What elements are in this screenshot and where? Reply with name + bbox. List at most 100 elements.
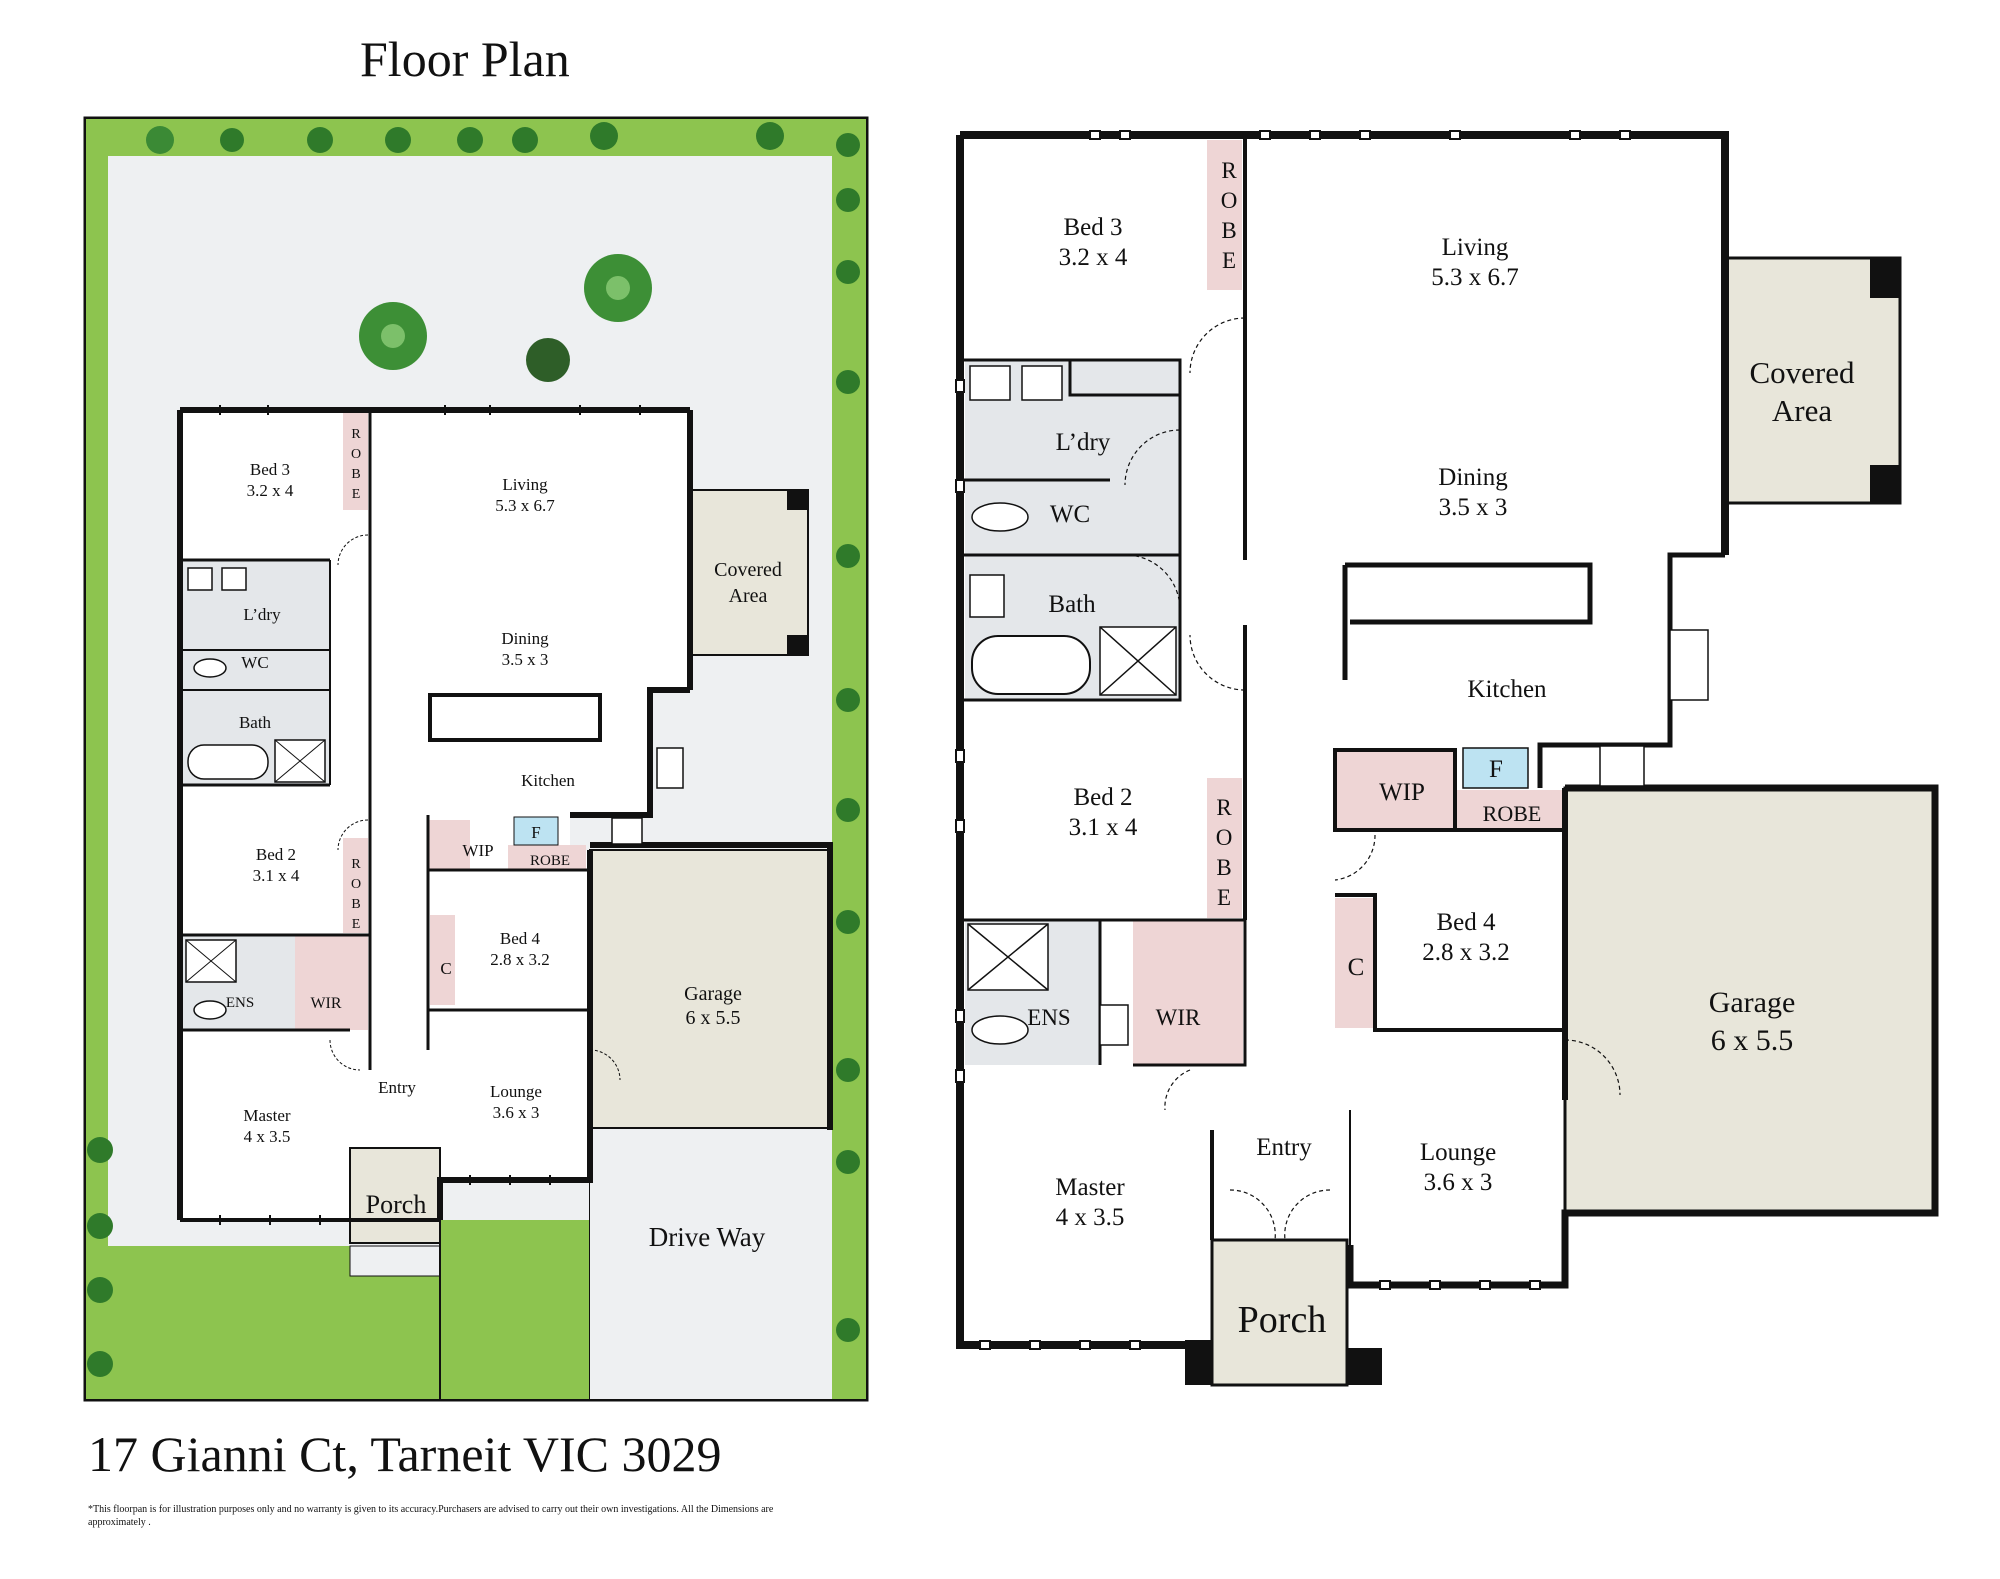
- room-name: Bed 2: [256, 845, 296, 864]
- shower-icon: [967, 626, 1177, 991]
- room-name: ENS: [1027, 1005, 1070, 1030]
- room-name: Dining: [501, 629, 549, 648]
- room-size: 3.2 x 4: [1059, 244, 1128, 271]
- shower-icon: [185, 739, 326, 983]
- room-size: 4 x 3.5: [244, 1127, 291, 1146]
- room-name: Lounge: [490, 1082, 542, 1101]
- room-name: ENS: [226, 995, 254, 1011]
- room-name: WIR: [310, 995, 341, 1012]
- room-name: Bath: [239, 713, 272, 732]
- robe-letter: R: [1216, 795, 1232, 820]
- room-name: Kitchen: [521, 771, 575, 790]
- room-name: Garage: [684, 983, 742, 1005]
- room-size: 4 x 3.5: [1056, 1204, 1125, 1231]
- room-name: Kitchen: [1467, 676, 1547, 703]
- room-name: Garage: [1709, 986, 1796, 1019]
- window-marks: [219, 405, 641, 1225]
- room-name: Porch: [1238, 1299, 1327, 1341]
- driveway-label: Drive Way: [649, 1222, 766, 1252]
- room-name: Area: [729, 585, 768, 607]
- robe-letter: B: [1221, 218, 1236, 243]
- room-name: Bed 4: [500, 929, 541, 948]
- room-name: WIP: [1379, 779, 1425, 806]
- robe-letter: E: [352, 917, 361, 932]
- door-arc: [1124, 317, 1621, 1241]
- room-name: Area: [1772, 393, 1832, 428]
- room-size: 3.5 x 3: [1439, 494, 1508, 521]
- front-path: [349, 1245, 441, 1277]
- toilet-icon: [971, 502, 1029, 1045]
- room-name: Bed 3: [1063, 214, 1122, 241]
- window-marks: [955, 130, 1631, 1350]
- room-name: Covered: [714, 559, 782, 581]
- room-name: WC: [241, 653, 268, 672]
- robe-letter: R: [351, 427, 361, 442]
- room-size: 5.3 x 6.7: [1431, 264, 1519, 291]
- room-name: Bed 4: [1436, 909, 1496, 936]
- room-name: Bed 2: [1073, 784, 1132, 811]
- toilet-icon: [193, 658, 227, 1020]
- room-name: Dining: [1438, 464, 1508, 491]
- robe-letter: R: [351, 857, 361, 872]
- door-arc: [329, 534, 621, 1081]
- room-size: 6 x 5.5: [1711, 1024, 1794, 1057]
- room-name: L’dry: [243, 605, 281, 624]
- room-name: Bed 3: [250, 460, 290, 479]
- driveway: [590, 1130, 832, 1399]
- robe-letter: E: [352, 487, 361, 502]
- room-name: C: [440, 959, 451, 978]
- room-size: 5.3 x 6.7: [495, 496, 555, 515]
- room-name: C: [1348, 954, 1365, 981]
- room-name: Living: [502, 475, 548, 494]
- room-size: 3.2 x 4: [247, 481, 294, 500]
- room-name: Master: [1055, 1174, 1125, 1201]
- room-name: Master: [243, 1106, 291, 1125]
- room-name: Entry: [1256, 1134, 1312, 1161]
- robe-letter: O: [1221, 188, 1238, 213]
- site-room-labels: Bed 3 3.2 x 4 Living 5.3 x 6.7 Covered A…: [226, 427, 782, 1219]
- room-size: 3.6 x 3: [1424, 1169, 1493, 1196]
- robe-letter: B: [351, 467, 360, 482]
- room-name: F: [1489, 756, 1503, 783]
- robe-letter: E: [1222, 248, 1236, 273]
- right-lawn: [832, 119, 866, 1399]
- room-name: Covered: [1749, 355, 1855, 390]
- room-size: 3.5 x 3: [502, 650, 549, 669]
- robe-letter: E: [1217, 885, 1231, 910]
- room-name: F: [531, 823, 540, 842]
- disclaimer-text: *This floorpan is for illustration purpo…: [88, 1504, 774, 1528]
- room-name: L’dry: [1056, 429, 1111, 456]
- robe-letter: B: [351, 897, 360, 912]
- room-name: Lounge: [1420, 1139, 1496, 1166]
- room-name: WIR: [1156, 1005, 1201, 1030]
- room-size: 6 x 5.5: [686, 1007, 741, 1029]
- sink-icon: [969, 365, 1709, 1046]
- site-plan: Drive Way: [83, 116, 869, 1402]
- room-name: WIP: [462, 841, 493, 860]
- room-size: 3.6 x 3: [493, 1103, 540, 1122]
- page-title: Floor Plan: [360, 31, 570, 87]
- property-address: 17 Gianni Ct, Tarneit VIC 3029: [88, 1426, 722, 1482]
- stove-icon: [1599, 745, 1645, 787]
- room-size: 3.1 x 4: [1069, 814, 1138, 841]
- room-name: Porch: [366, 1190, 427, 1219]
- room-name: ROBE: [1483, 801, 1542, 826]
- robe-letter: O: [351, 447, 361, 462]
- robe-letter: B: [1216, 855, 1231, 880]
- robe-letter: O: [1216, 825, 1233, 850]
- tree-icon: [87, 122, 860, 1377]
- stove-icon: [611, 817, 643, 845]
- robe-letter: O: [351, 877, 361, 892]
- room-size: 2.8 x 3.2: [490, 950, 550, 969]
- left-lawn: [86, 119, 108, 1399]
- room-name: Entry: [378, 1078, 416, 1097]
- plan-room-labels: Bed 3 3.2 x 4 Living 5.3 x 6.7 Covered A…: [1027, 158, 1855, 1341]
- front-lawn-right: [440, 1220, 590, 1399]
- room-size: 2.8 x 3.2: [1422, 939, 1510, 966]
- room-size: 3.1 x 4: [253, 866, 300, 885]
- bathtub-icon: [971, 635, 1091, 695]
- room-name: Bath: [1048, 591, 1096, 618]
- room-name: WC: [1050, 501, 1090, 528]
- tree-icon: [359, 254, 652, 382]
